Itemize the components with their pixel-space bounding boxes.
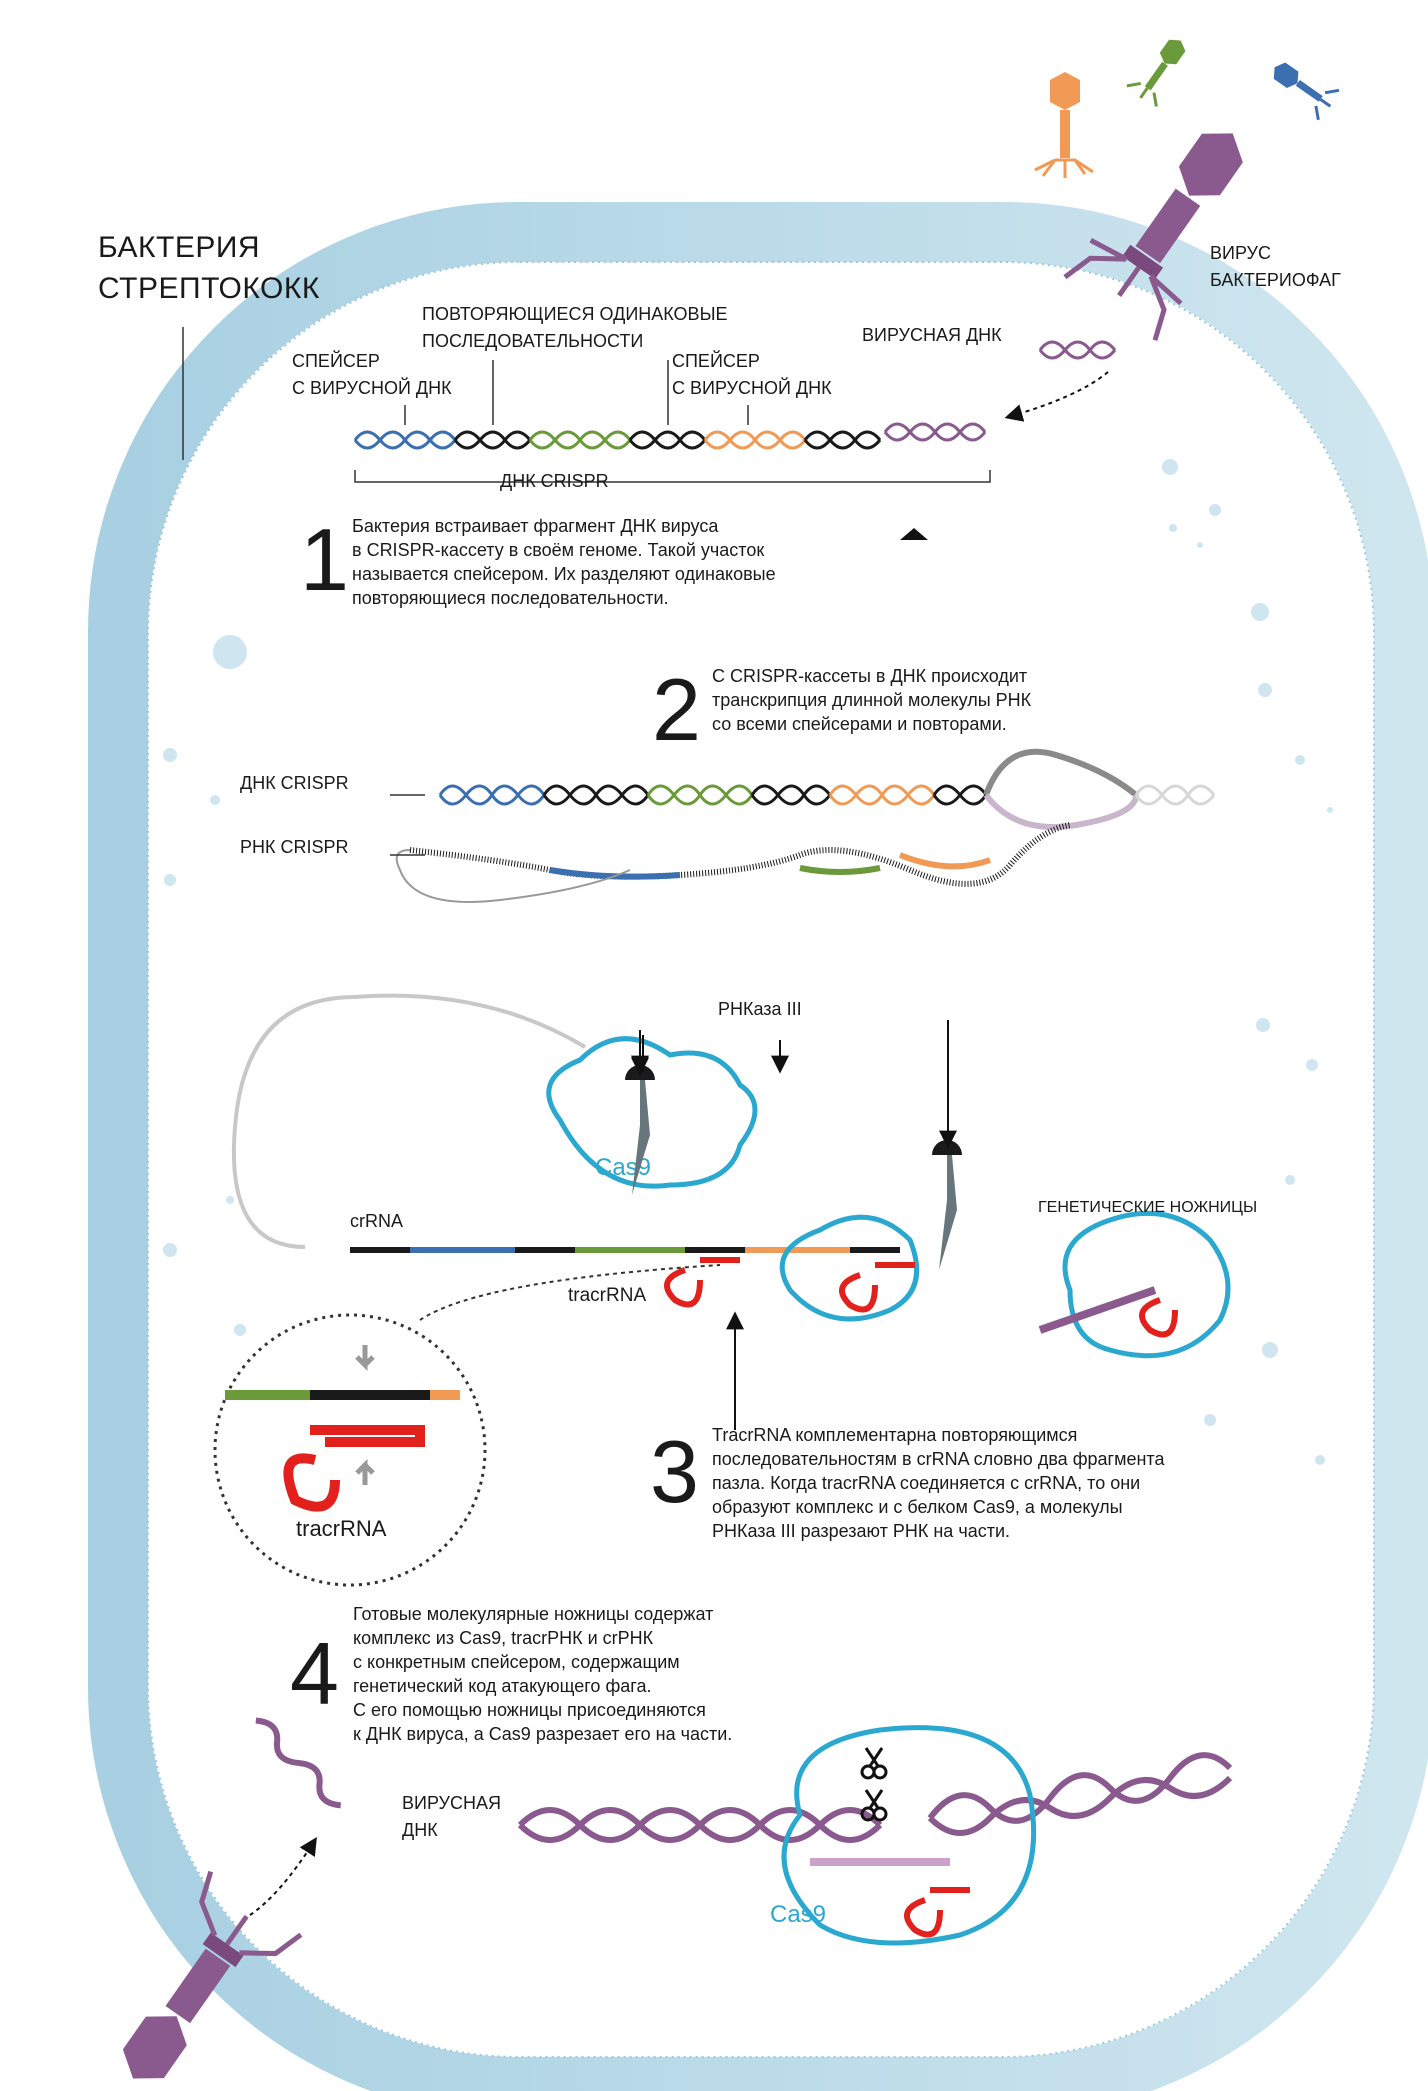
step4-cas9-label: Cas9 bbox=[770, 1901, 826, 1928]
spacer-left-line2: С ВИРУСНОЙ ДНК bbox=[292, 378, 452, 398]
cas9-protein bbox=[546, 1036, 758, 1189]
rnase-icon bbox=[932, 1140, 962, 1270]
rnase-label: РНКаза III bbox=[718, 999, 802, 1019]
step4-text-line3: с конкретным спейсером, содержащим bbox=[353, 1651, 680, 1672]
arrow-icon bbox=[1004, 371, 1109, 422]
zoom-detail bbox=[225, 1345, 460, 1512]
step1-text-line3: называется спейсером. Их разделяют одина… bbox=[352, 563, 776, 584]
arrow-icon bbox=[631, 1020, 957, 1149]
tracrrna-shape bbox=[664, 1257, 740, 1308]
rna-loop-gray bbox=[231, 993, 587, 1249]
bacteriophage-icon bbox=[122, 1870, 303, 2079]
triangle-marker bbox=[900, 528, 928, 540]
step4-text-line5: С его помощью ножницы присоединяются bbox=[353, 1699, 706, 1720]
step3-text-line2: последовательностям в crRNA словно два ф… bbox=[712, 1448, 1165, 1469]
step2-text-line2: транскрипция длинной молекулы РНК bbox=[712, 689, 1032, 710]
spacer-right-label: СПЕЙСЕР С ВИРУСНОЙ ДНК bbox=[672, 348, 832, 402]
step2-number: 2 bbox=[652, 660, 701, 759]
step1-number: 1 bbox=[300, 510, 349, 609]
bacteriophage-icon bbox=[1126, 39, 1186, 107]
crispr-rna-step2 bbox=[409, 822, 1071, 887]
crispr-rna-color bbox=[799, 865, 881, 875]
crispr-dna-step1 bbox=[353, 340, 1117, 450]
viral-dna-step4 bbox=[255, 1717, 1233, 1843]
step4-text-line4: генетический код атакующего фага. bbox=[353, 1675, 652, 1696]
step4-viral-dna-line1: ВИРУСНАЯ bbox=[402, 1793, 501, 1813]
crispr-dna-bracket bbox=[354, 470, 991, 483]
cas9-complex bbox=[779, 1214, 920, 1322]
crispr-dna-step2 bbox=[438, 748, 1216, 830]
bacteriophage-icon bbox=[1034, 72, 1094, 178]
crispr-dna-label: ДНК CRISPR bbox=[500, 471, 609, 491]
scissors-complex-rna bbox=[1038, 1286, 1157, 1334]
step3-text: TracrRNA комплементарна повторяющимся пос… bbox=[712, 1424, 1164, 1544]
step2-text: С CRISPR-кассеты в ДНК происходит транскр… bbox=[712, 665, 1031, 737]
step2-rna-label: РНК CRISPR bbox=[240, 837, 349, 857]
step4-text-line6: к ДНК вируса, а Cas9 разрезает его на ча… bbox=[353, 1723, 733, 1744]
step3-text-line4: образуют комплекс и с белком Cas9, а мол… bbox=[712, 1496, 1123, 1517]
step2-dna-label: ДНК CRISPR bbox=[240, 773, 349, 793]
crispr-rna-color bbox=[898, 852, 992, 870]
repeats-label: ПОВТОРЯЮЩИЕСЯ ОДИНАКОВЫЕ ПОСЛЕДОВАТЕЛЬНОС… bbox=[422, 301, 728, 355]
virus-label-line2: БАКТЕРИОФАГ bbox=[1210, 270, 1341, 290]
scissors-complex-cas9 bbox=[1062, 1210, 1231, 1359]
step3-text-line1: TracrRNA комплементарна повторяющимся bbox=[712, 1425, 1078, 1445]
arrow-icon bbox=[249, 1836, 317, 1916]
step2-text-line3: со всеми спейсерами и повторами. bbox=[712, 713, 1007, 734]
step3-text-line5: РНКаза III разрезают РНК на части. bbox=[712, 1520, 1011, 1541]
crrna-strand bbox=[350, 1247, 900, 1253]
bacteriophage-icon bbox=[1063, 133, 1243, 341]
step1-text-line2: в CRISPR-кассету в своём геноме. Такой у… bbox=[352, 539, 765, 560]
pointer-lines bbox=[182, 327, 749, 460]
bacteriophage-icon bbox=[1273, 62, 1340, 121]
rna-tail bbox=[395, 849, 631, 903]
scissors-complex-tracr bbox=[1139, 1297, 1178, 1338]
step4-viral-dna-label: ВИРУСНАЯ ДНК bbox=[402, 1790, 501, 1844]
step3-number: 3 bbox=[650, 1422, 699, 1521]
spacer-left-label: СПЕЙСЕР С ВИРУСНОЙ ДНК bbox=[292, 348, 452, 402]
step4-number: 4 bbox=[290, 1624, 339, 1723]
spacer-left-line1: СПЕЙСЕР bbox=[292, 351, 380, 371]
step4-cas9 bbox=[781, 1725, 1037, 1946]
repeats-label-line1: ПОВТОРЯЮЩИЕСЯ ОДИНАКОВЫЕ bbox=[422, 304, 728, 324]
cell-wall bbox=[88, 202, 1428, 2091]
step4-tracr bbox=[904, 1887, 970, 1938]
crrna-label: crRNA bbox=[350, 1211, 403, 1231]
step1-text: Бактерия встраивает фрагмент ДНК вируса в… bbox=[352, 515, 776, 611]
scissors-icon bbox=[860, 1747, 888, 1822]
bacterium-title-line2: СТРЕПТОКОКК bbox=[98, 271, 320, 305]
zoom-circle bbox=[213, 1313, 487, 1587]
spacer-right-line1: СПЕЙСЕР bbox=[672, 351, 760, 371]
step3-text-line3: пазла. Когда tracrRNA соединяется с crRN… bbox=[712, 1472, 1141, 1493]
cytoplasm-bubbles bbox=[163, 459, 1333, 1465]
viral-dna-label: ВИРУСНАЯ ДНК bbox=[862, 325, 1002, 345]
virus-label: ВИРУС БАКТЕРИОФАГ bbox=[1210, 240, 1341, 294]
step1-text-line4: повторяющиеся последовательности. bbox=[352, 587, 669, 608]
genetic-scissors-label: ГЕНЕТИЧЕСКИЕ НОЖНИЦЫ bbox=[1038, 1199, 1258, 1216]
spacer-right-line2: С ВИРУСНОЙ ДНК bbox=[672, 378, 832, 398]
tracrrna-shape bbox=[839, 1262, 915, 1313]
tracrrna-label: tracrRNA bbox=[568, 1285, 647, 1306]
step2-text-line1: С CRISPR-кассеты в ДНК происходит bbox=[712, 666, 1028, 686]
step4-text-line1: Готовые молекулярные ножницы содержат bbox=[353, 1604, 714, 1624]
repeats-label-line2: ПОСЛЕДОВАТЕЛЬНОСТИ bbox=[422, 331, 644, 351]
step4-viral-dna-line2: ДНК bbox=[402, 1820, 438, 1840]
tracrrna-zoom-label: tracrRNA bbox=[296, 1516, 387, 1541]
virus-label-line1: ВИРУС bbox=[1210, 243, 1271, 263]
cell-wall-inner-edge bbox=[147, 261, 1375, 2058]
step4-text: Готовые молекулярные ножницы содержат ком… bbox=[353, 1603, 732, 1747]
step4-text-line2: комплекс из Cas9, tracrРНК и crРНК bbox=[353, 1627, 654, 1648]
bacterium-title: БАКТЕРИЯ СТРЕПТОКОКК bbox=[98, 228, 320, 309]
bacterium-title-line1: БАКТЕРИЯ bbox=[98, 231, 261, 264]
step1-text-line1: Бактерия встраивает фрагмент ДНК вируса bbox=[352, 516, 719, 536]
